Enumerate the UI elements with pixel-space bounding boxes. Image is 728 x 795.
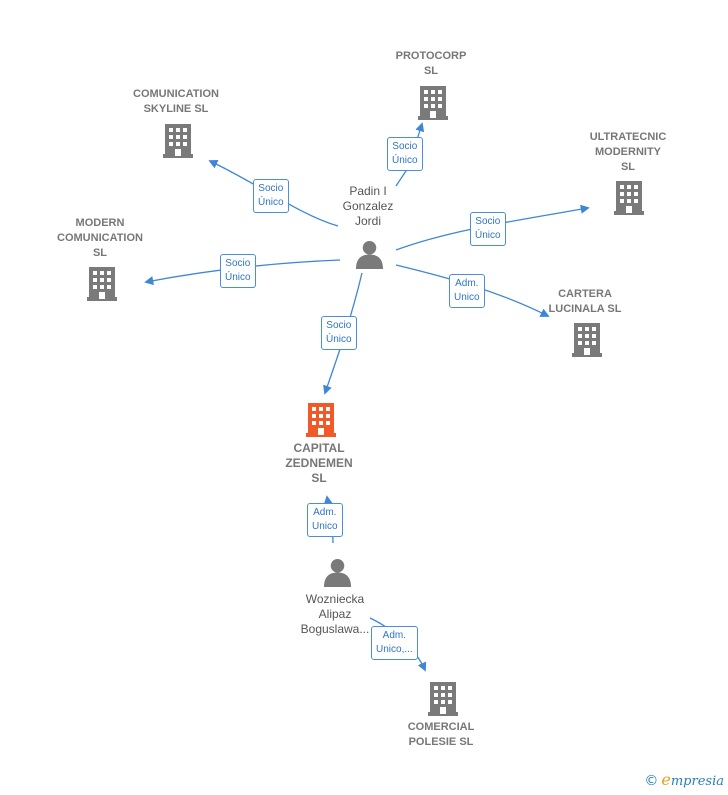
copyright-icon: © — [644, 773, 659, 789]
person-icon-wozniecka[interactable] — [323, 558, 352, 587]
building-icon-skyline[interactable] — [163, 124, 193, 158]
node-label-protocorp[interactable]: PROTOCORP SL — [395, 50, 467, 77]
edge-label-cartera[interactable]: Adm. Unico — [449, 274, 485, 308]
node-label-cartera[interactable]: CARTERA LUCINALA SL — [548, 288, 622, 315]
edge-label-modern[interactable]: Socio Único — [220, 254, 256, 288]
building-icon-cartera[interactable] — [572, 323, 602, 357]
edge-label-protocorp[interactable]: Socio Único — [387, 137, 423, 171]
node-label-skyline[interactable]: COMUNICATION SKYLINE SL — [133, 88, 219, 115]
brand-name: mpresia — [670, 774, 724, 789]
node-label-comercial[interactable]: COMERCIAL POLESIE SL — [407, 721, 475, 748]
edge-label-woz-capital[interactable]: Adm. Unico — [307, 503, 343, 537]
building-icon-capital[interactable] — [306, 403, 336, 437]
building-icon-modern[interactable] — [87, 267, 117, 301]
node-label-ultratecnic[interactable]: ULTRATECNIC MODERNITY SL — [589, 131, 667, 173]
building-icon-protocorp[interactable] — [418, 86, 448, 120]
node-label-wozniecka[interactable]: Wozniecka Alipaz Boguslawa... — [300, 592, 370, 636]
edge-label-ultratecnic[interactable]: Socio Único — [470, 212, 506, 246]
node-label-modern[interactable]: MODERN COMUNICATION SL — [57, 217, 143, 259]
building-icon-ultratecnic[interactable] — [614, 181, 644, 215]
edge-label-skyline[interactable]: Socio Único — [253, 179, 289, 213]
building-icon-comercial[interactable] — [428, 682, 458, 716]
edge-label-woz-comercial[interactable]: Adm. Unico,... — [371, 626, 418, 660]
node-label-padin[interactable]: Padin I Gonzalez Jordi — [342, 184, 394, 228]
node-label-capital[interactable]: CAPITAL ZEDNEMEN SL — [285, 441, 353, 485]
brand-initial: e — [661, 770, 671, 789]
person-icon-padin[interactable] — [355, 240, 384, 269]
edge-label-capital[interactable]: Socio Único — [321, 316, 357, 350]
empresia-watermark: ©empresia — [644, 770, 724, 789]
